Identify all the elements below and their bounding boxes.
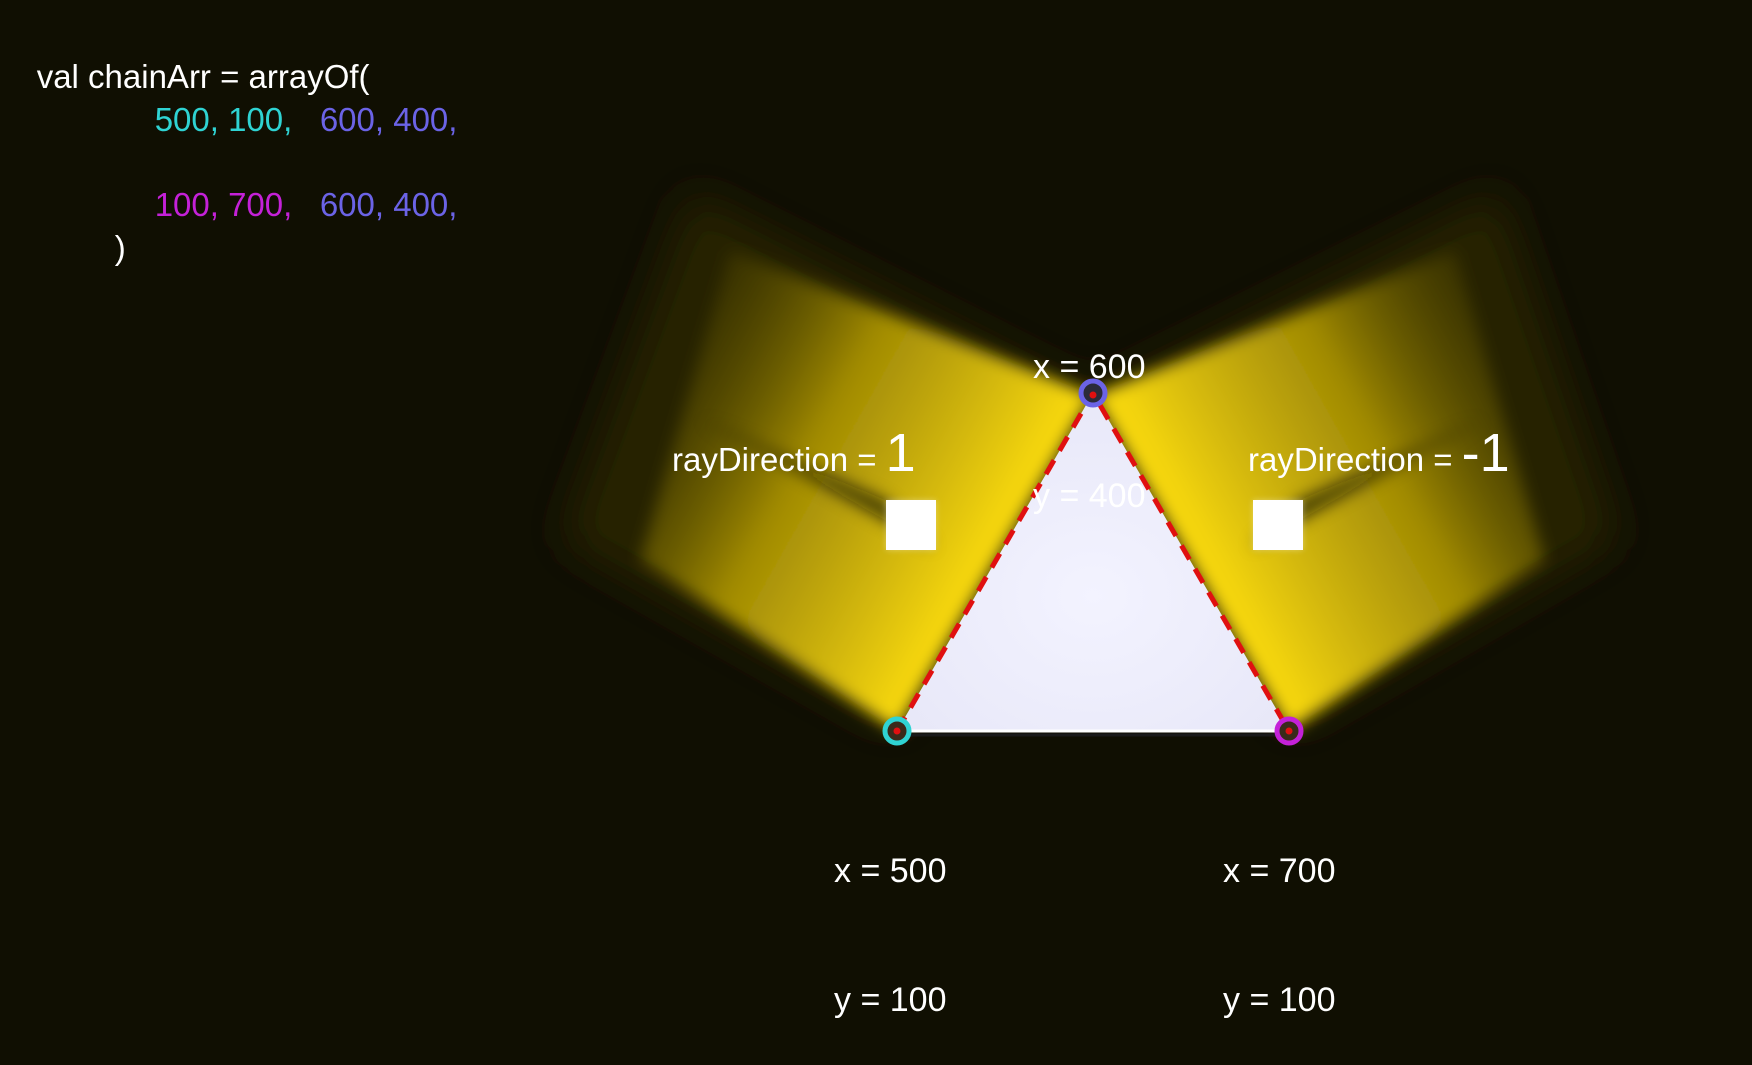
ray-direction-left: rayDirection = 1 (672, 422, 916, 484)
ray-direction-left-label: rayDirection = (672, 441, 886, 478)
code-row2-point2: 600, 400, (319, 186, 458, 223)
ray-direction-right-value: -1 (1461, 423, 1510, 483)
code-line-row2: 100, 700, 600, 400, (118, 142, 458, 268)
vertex-right-marker (1274, 716, 1304, 746)
code-row1-point1: 500, 100, (154, 101, 293, 138)
code-line-declaration: val chainArr = arrayOf( (36, 58, 370, 95)
occluder-box-right (1253, 500, 1303, 550)
vertex-left-x: x = 500 (834, 852, 947, 890)
light-scene (560, 190, 1620, 737)
vertex-right-y: y = 100 (1223, 981, 1336, 1019)
vertex-left-y: y = 100 (834, 981, 947, 1019)
occluder-box-left (886, 500, 936, 550)
vertex-top-y: y = 400 (1033, 477, 1146, 515)
code-line-row1: 500, 100, 600, 400, (118, 57, 458, 183)
vertex-right-label: x = 700 y = 100 (1223, 764, 1335, 1065)
vertex-left-label: x = 500 y = 100 (834, 764, 946, 1065)
left-light-wedge (640, 250, 1093, 731)
code-line-close: ) (114, 229, 126, 266)
vertex-markers (882, 378, 1304, 746)
right-light-wedge (1093, 250, 1545, 731)
ray-direction-right-label: rayDirection = (1248, 441, 1462, 478)
code-row1-point2: 600, 400, (319, 101, 458, 138)
vertex-top-label: x = 600 y = 400 (1033, 260, 1145, 561)
vertex-right-x: x = 700 (1223, 852, 1336, 890)
code-block: val chainArr = arrayOf( 500, 100, 600, 4… (0, 14, 458, 266)
vertex-top-x: x = 600 (1033, 348, 1146, 386)
ray-direction-left-value: 1 (885, 423, 916, 483)
ray-direction-right: rayDirection = -1 (1248, 422, 1510, 484)
vertex-top-marker (1078, 378, 1108, 408)
vertex-left-marker (882, 716, 912, 746)
triangle-shape (897, 393, 1289, 731)
code-row2-point1: 100, 700, (154, 186, 293, 223)
light-wedges (640, 250, 1545, 731)
